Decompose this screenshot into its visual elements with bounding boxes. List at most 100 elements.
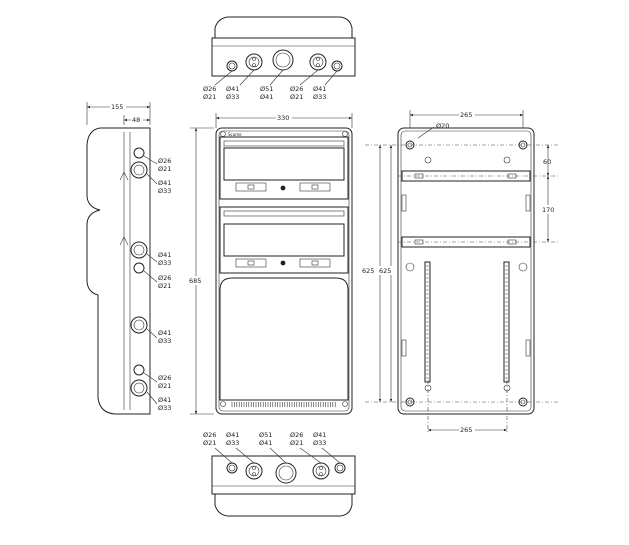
side-label-1b: Ø21 xyxy=(158,165,171,173)
vertical-rail-left xyxy=(424,261,431,383)
socket-module-2 xyxy=(219,206,349,274)
vent-ribs xyxy=(231,402,336,407)
socket-2a xyxy=(235,258,267,268)
dim-height: 685 xyxy=(189,277,201,285)
fix-point-3 xyxy=(405,262,415,272)
dim-back-rail-spacing: 170 xyxy=(542,206,554,214)
dim-back-height-a: 625 xyxy=(362,267,374,275)
screw-tr xyxy=(342,131,348,137)
bottom-view-body xyxy=(211,455,356,495)
side-label-6a: Ø26 xyxy=(158,374,171,382)
bottom-label-1a: Ø26 xyxy=(203,431,216,439)
side-gland-4 xyxy=(133,262,145,274)
bottom-label-1b: Ø21 xyxy=(203,439,216,447)
top-label-5a: Ø41 xyxy=(313,85,326,93)
top-label-2b: Ø33 xyxy=(226,93,239,101)
bottom-label-2a: Ø41 xyxy=(226,431,239,439)
side-gland-7 xyxy=(130,379,148,397)
bottom-label-3b: Ø41 xyxy=(259,439,272,447)
dim-back-height-b: 625 xyxy=(379,267,391,275)
socket-module-1 xyxy=(219,136,349,200)
side-label-2a: Ø41 xyxy=(158,179,171,187)
module-2-indicator xyxy=(280,260,286,266)
bottom-label-5a: Ø41 xyxy=(313,431,326,439)
socket-1b xyxy=(299,182,331,192)
screw-bl xyxy=(220,401,226,407)
side-view xyxy=(86,127,158,415)
top-labels: Ø26 Ø21 Ø41 Ø33 Ø51 Ø41 Ø26 Ø21 Ø41 Ø33 xyxy=(203,85,326,101)
back-dimensions: 625 625 60 170 265 xyxy=(361,145,557,434)
din-rail-2 xyxy=(401,236,531,248)
dim-back-width-top: 265 xyxy=(460,111,472,119)
brand-label: Scame xyxy=(228,132,242,137)
front-view: 330 Scame xyxy=(215,113,353,415)
side-label-7b: Ø33 xyxy=(158,404,171,412)
bottom-label-4a: Ø26 xyxy=(290,431,303,439)
window-2 xyxy=(223,223,345,257)
bottom-labels: Ø26 Ø21 Ø41 Ø33 Ø51 Ø41 Ø26 Ø21 Ø41 Ø33 xyxy=(203,431,326,447)
bottom-gland-small-left xyxy=(226,462,238,474)
side-gland-5 xyxy=(130,316,148,334)
gland-small-right xyxy=(331,60,343,72)
bottom-view xyxy=(211,447,356,517)
screw-br xyxy=(342,401,348,407)
side-gland-6 xyxy=(133,364,145,376)
window-1 xyxy=(223,147,345,181)
fix-point-4 xyxy=(518,262,528,272)
top-label-4b: Ø21 xyxy=(290,93,303,101)
bottom-label-5b: Ø33 xyxy=(313,439,326,447)
socket-2b xyxy=(299,258,331,268)
side-label-5a: Ø41 xyxy=(158,329,171,337)
side-label-4b: Ø21 xyxy=(158,282,171,290)
side-dimensions: 155 48 685 xyxy=(86,102,214,415)
bottom-label-4b: Ø21 xyxy=(290,439,303,447)
side-gland-2 xyxy=(130,161,148,179)
gland-small-left xyxy=(226,60,238,72)
side-label-3a: Ø41 xyxy=(158,251,171,259)
top-view-outline xyxy=(214,16,353,38)
gland-medium-right xyxy=(309,53,327,71)
module-1-indicator xyxy=(280,185,286,191)
bottom-label-3a: Ø51 xyxy=(259,431,272,439)
back-enclosure xyxy=(397,127,535,415)
side-label-7a: Ø41 xyxy=(158,396,171,404)
top-label-1a: Ø26 xyxy=(203,85,216,93)
dim-top-width: 330 xyxy=(277,114,289,122)
bottom-gland-small-right xyxy=(334,462,346,474)
socket-1a xyxy=(235,182,267,192)
side-label-3b: Ø33 xyxy=(158,259,171,267)
top-label-2a: Ø41 xyxy=(226,85,239,93)
dim-side-depth: 48 xyxy=(132,116,140,124)
gland-medium-left xyxy=(245,53,263,71)
vertical-rail-right xyxy=(503,261,510,383)
screw-tl xyxy=(220,131,226,137)
top-view-body xyxy=(211,37,356,77)
side-label-2b: Ø33 xyxy=(158,187,171,195)
side-label-1a: Ø26 xyxy=(158,157,171,165)
fix-point-1 xyxy=(424,156,432,164)
dim-side-width: 155 xyxy=(111,103,123,111)
top-label-4a: Ø26 xyxy=(290,85,303,93)
side-labels: Ø26 Ø21 Ø41 Ø33 Ø41 Ø33 Ø26 Ø21 Ø41 Ø33 … xyxy=(158,157,171,412)
bottom-gland-medium-right xyxy=(312,462,330,480)
dim-back-width-bottom: 265 xyxy=(460,426,472,434)
side-gland-1 xyxy=(133,147,145,159)
bottom-gland-medium-left xyxy=(245,462,263,480)
fix-point-2 xyxy=(503,156,511,164)
blank-panel xyxy=(219,277,349,401)
front-enclosure xyxy=(215,127,353,415)
dim-mount-hole: Ø20 xyxy=(436,122,449,130)
back-view: 265 Ø20 xyxy=(365,110,560,432)
top-label-1b: Ø21 xyxy=(203,93,216,101)
rail-slots xyxy=(426,265,508,379)
top-label-5b: Ø33 xyxy=(313,93,326,101)
side-gland-3 xyxy=(130,241,148,259)
top-view xyxy=(211,16,356,86)
side-label-6b: Ø21 xyxy=(158,382,171,390)
bottom-view-outline xyxy=(214,494,353,517)
dim-back-top-offset: 60 xyxy=(543,158,551,166)
side-view-outline xyxy=(86,127,151,415)
side-label-4a: Ø26 xyxy=(158,274,171,282)
